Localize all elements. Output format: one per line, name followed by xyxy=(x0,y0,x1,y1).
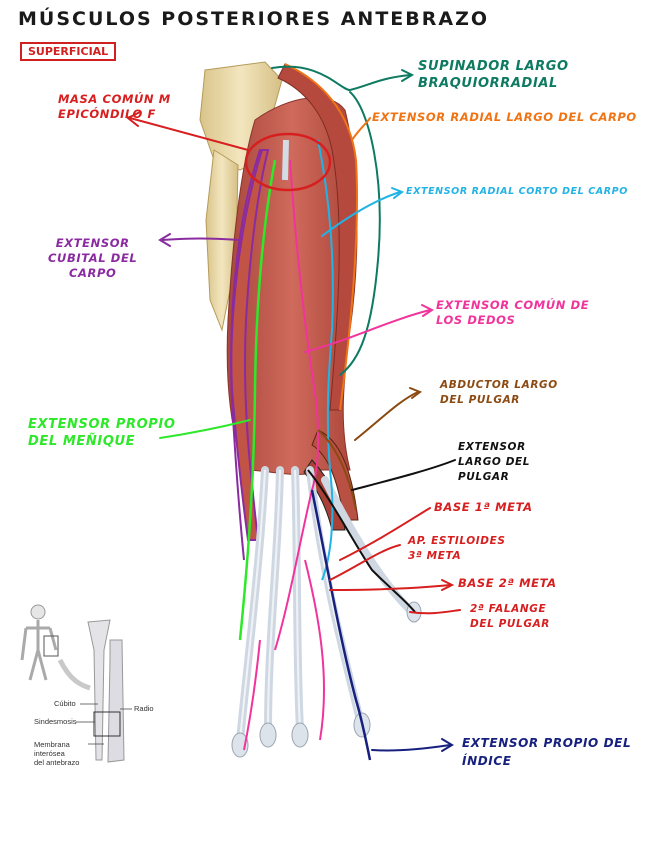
label-ext-cubital: EXTENSOR CUBITAL DEL CARPO xyxy=(48,236,138,280)
label-ext-radial-largo: EXTENSOR RADIAL LARGO DEL CARPO xyxy=(372,110,637,124)
label-base-2-meta: BASE 2ª META xyxy=(458,576,557,590)
inset-diagram xyxy=(20,604,132,763)
inset-cubito: Cúbito xyxy=(54,699,76,708)
abductor-outline xyxy=(317,429,357,511)
label-ext-largo-pulgar: EXTENSOR LARGO DEL PULGAR xyxy=(458,441,531,483)
inset-sindesmosis: Sindesmosis xyxy=(34,717,77,726)
finger-tendons xyxy=(236,466,414,744)
label-falange-pulgar: 2ª FALANGE DEL PULGAR xyxy=(470,603,550,630)
epicondyle-circle xyxy=(244,132,332,192)
label-ext-menique: EXTENSOR PROPIO DEL MEÑIQUE xyxy=(28,417,176,449)
label-supinador: SUPINADOR LARGO BRAQUIORRADIAL xyxy=(418,59,569,91)
radial-short-outline xyxy=(317,139,334,581)
green-minimo-outline xyxy=(238,159,277,641)
label-ap-estiloides: AP. ESTILOIDES 3ª META xyxy=(408,535,506,562)
label-ext-comun: EXTENSOR COMÚN DE LOS DEDOS xyxy=(436,298,590,327)
label-abductor: ABDUCTOR LARGO DEL PULGAR xyxy=(440,379,558,406)
superficial-badge: SUPERFICIAL xyxy=(20,42,117,61)
label-ext-indice: EXTENSOR PROPIO DEL ÍNDICE xyxy=(462,736,632,768)
pollicis-long-outline xyxy=(307,469,416,613)
label-ext-radial-corto: EXTENSOR RADIAL CORTO DEL CARPO xyxy=(406,186,628,197)
page-title: MÚSCULOS POSTERIORES ANTEBRAZO xyxy=(18,8,490,30)
inset-radio: Radio xyxy=(134,704,154,713)
inset-membrana: Membrana interósea del antebrazo xyxy=(34,740,80,767)
purple-cubital-outline xyxy=(230,149,263,561)
extensor-comun-outline-2 xyxy=(243,559,326,751)
index-extensor-outline xyxy=(310,489,372,761)
label-base-1-meta: BASE 1ª META xyxy=(434,500,533,514)
extensor-comun-outline xyxy=(274,159,320,651)
label-masa-comun: MASA COMÚN M EPICÓNDILO F xyxy=(58,92,171,121)
finger-tips xyxy=(231,601,422,758)
abductor-pollicis-muscle xyxy=(311,429,359,521)
